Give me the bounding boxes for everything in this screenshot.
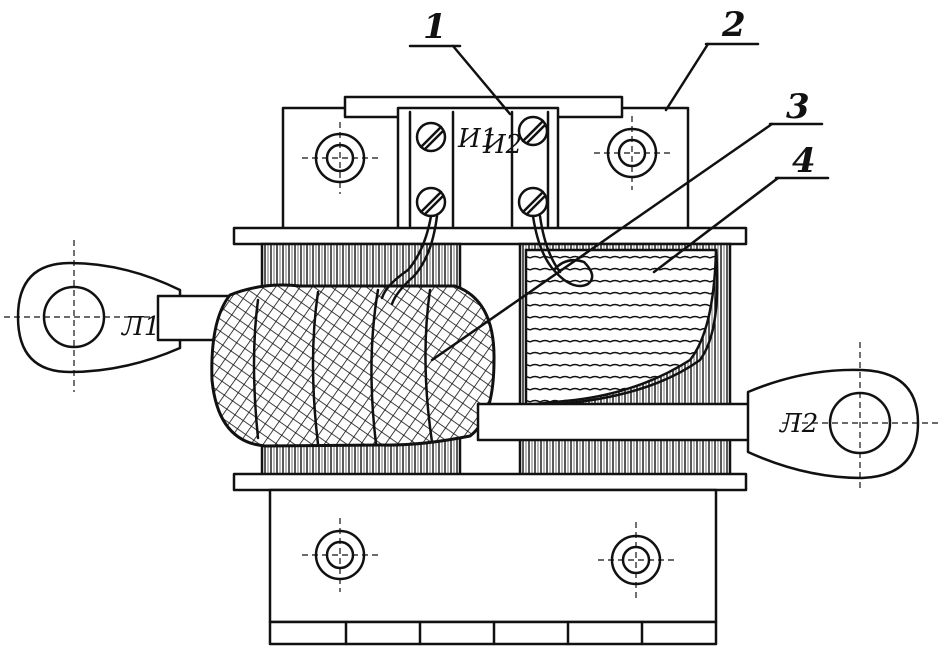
base-bracket	[268, 488, 718, 646]
mounting-hole-bottom-left	[302, 518, 378, 592]
callout-label-1: 1	[423, 7, 447, 47]
callout-3: 3	[430, 87, 824, 362]
callout-label-4: 4	[792, 141, 816, 181]
secondary-winding	[524, 248, 719, 407]
terminal-block: И1 И2	[396, 106, 560, 232]
mounting-hole-top-right	[594, 116, 670, 190]
mounting-hole-top-left	[302, 122, 378, 194]
mounting-hole-bottom-right	[598, 522, 674, 598]
terminal-label-control-1: И1	[457, 124, 497, 154]
terminal-screw	[415, 186, 447, 218]
terminal-screw	[517, 115, 549, 147]
callout-4: 4	[652, 141, 830, 274]
line-bus-bar	[476, 402, 780, 442]
callout-1: 1	[408, 7, 512, 116]
callout-label-3: 3	[786, 87, 810, 127]
line-terminal-left: Л1	[4, 240, 238, 392]
lower-yoke-plate	[232, 472, 748, 492]
line-terminal-right: Л2	[746, 342, 940, 492]
terminal-screw	[415, 121, 447, 153]
callout-label-2: 2	[721, 5, 746, 45]
terminal-label-line-2: Л2	[778, 409, 818, 439]
terminal-label-line-1: Л1	[120, 312, 160, 342]
upper-yoke-plate	[232, 226, 748, 246]
terminal-label-control-2: И2	[482, 130, 522, 160]
primary-winding	[210, 283, 496, 448]
callout-2: 2	[664, 5, 760, 112]
